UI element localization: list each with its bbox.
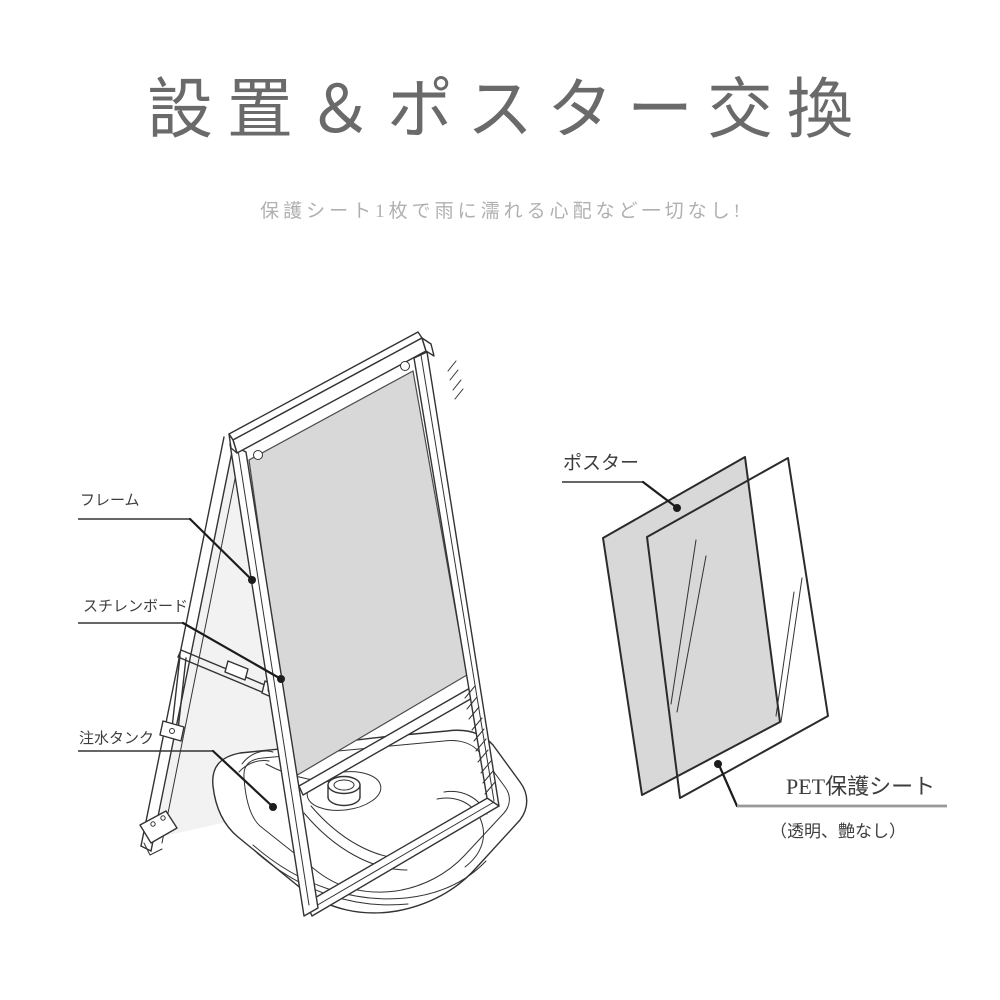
label-pet-sheet-note: （透明、艶なし） [770, 822, 906, 841]
label-poster: ポスター [563, 452, 639, 474]
label-frame: フレーム [80, 493, 140, 509]
poster-sheets-illustration [602, 456, 829, 799]
label-styrene-board: スチレンボード [83, 598, 188, 615]
a-frame-sign-illustration [139, 331, 528, 917]
stile-hatching [464, 685, 496, 795]
water-tank-rim [243, 740, 510, 893]
top-bar [228, 331, 435, 454]
sign-rear-panel [155, 446, 300, 838]
leader-dot [673, 504, 681, 512]
page-subtitle: 保護シート1枚で雨に濡れる心配など一切なし! [260, 201, 744, 222]
label-pet-sheet: PET保護シート [786, 774, 935, 799]
page-title: 設置＆ポスター交換 [147, 74, 867, 147]
pet-protective-sheet [646, 457, 829, 799]
label-water-tank: 注水タンク [79, 730, 154, 747]
rear-foot [139, 810, 178, 844]
leader-dot [277, 675, 285, 683]
tank-screw-cap [327, 775, 361, 807]
screw-hole-right [400, 361, 410, 371]
label-pet-sheet-leader [714, 760, 947, 808]
sheet-shine-lines [670, 539, 803, 723]
leader-dot [714, 760, 722, 768]
screw-hole-left [253, 450, 263, 460]
label-frame-leader [78, 517, 256, 584]
label-water-tank-leader [78, 749, 277, 811]
leader-dot [269, 803, 277, 811]
right-stile [413, 351, 500, 807]
poster-sheet [602, 456, 781, 796]
sign-rear-leg [139, 436, 242, 856]
sign-front-frame [228, 331, 500, 917]
label-poster-leader [562, 480, 681, 512]
stile-hatching-top [447, 360, 464, 400]
leader-dot [248, 576, 256, 584]
label-styrene-board-leader [78, 621, 285, 683]
